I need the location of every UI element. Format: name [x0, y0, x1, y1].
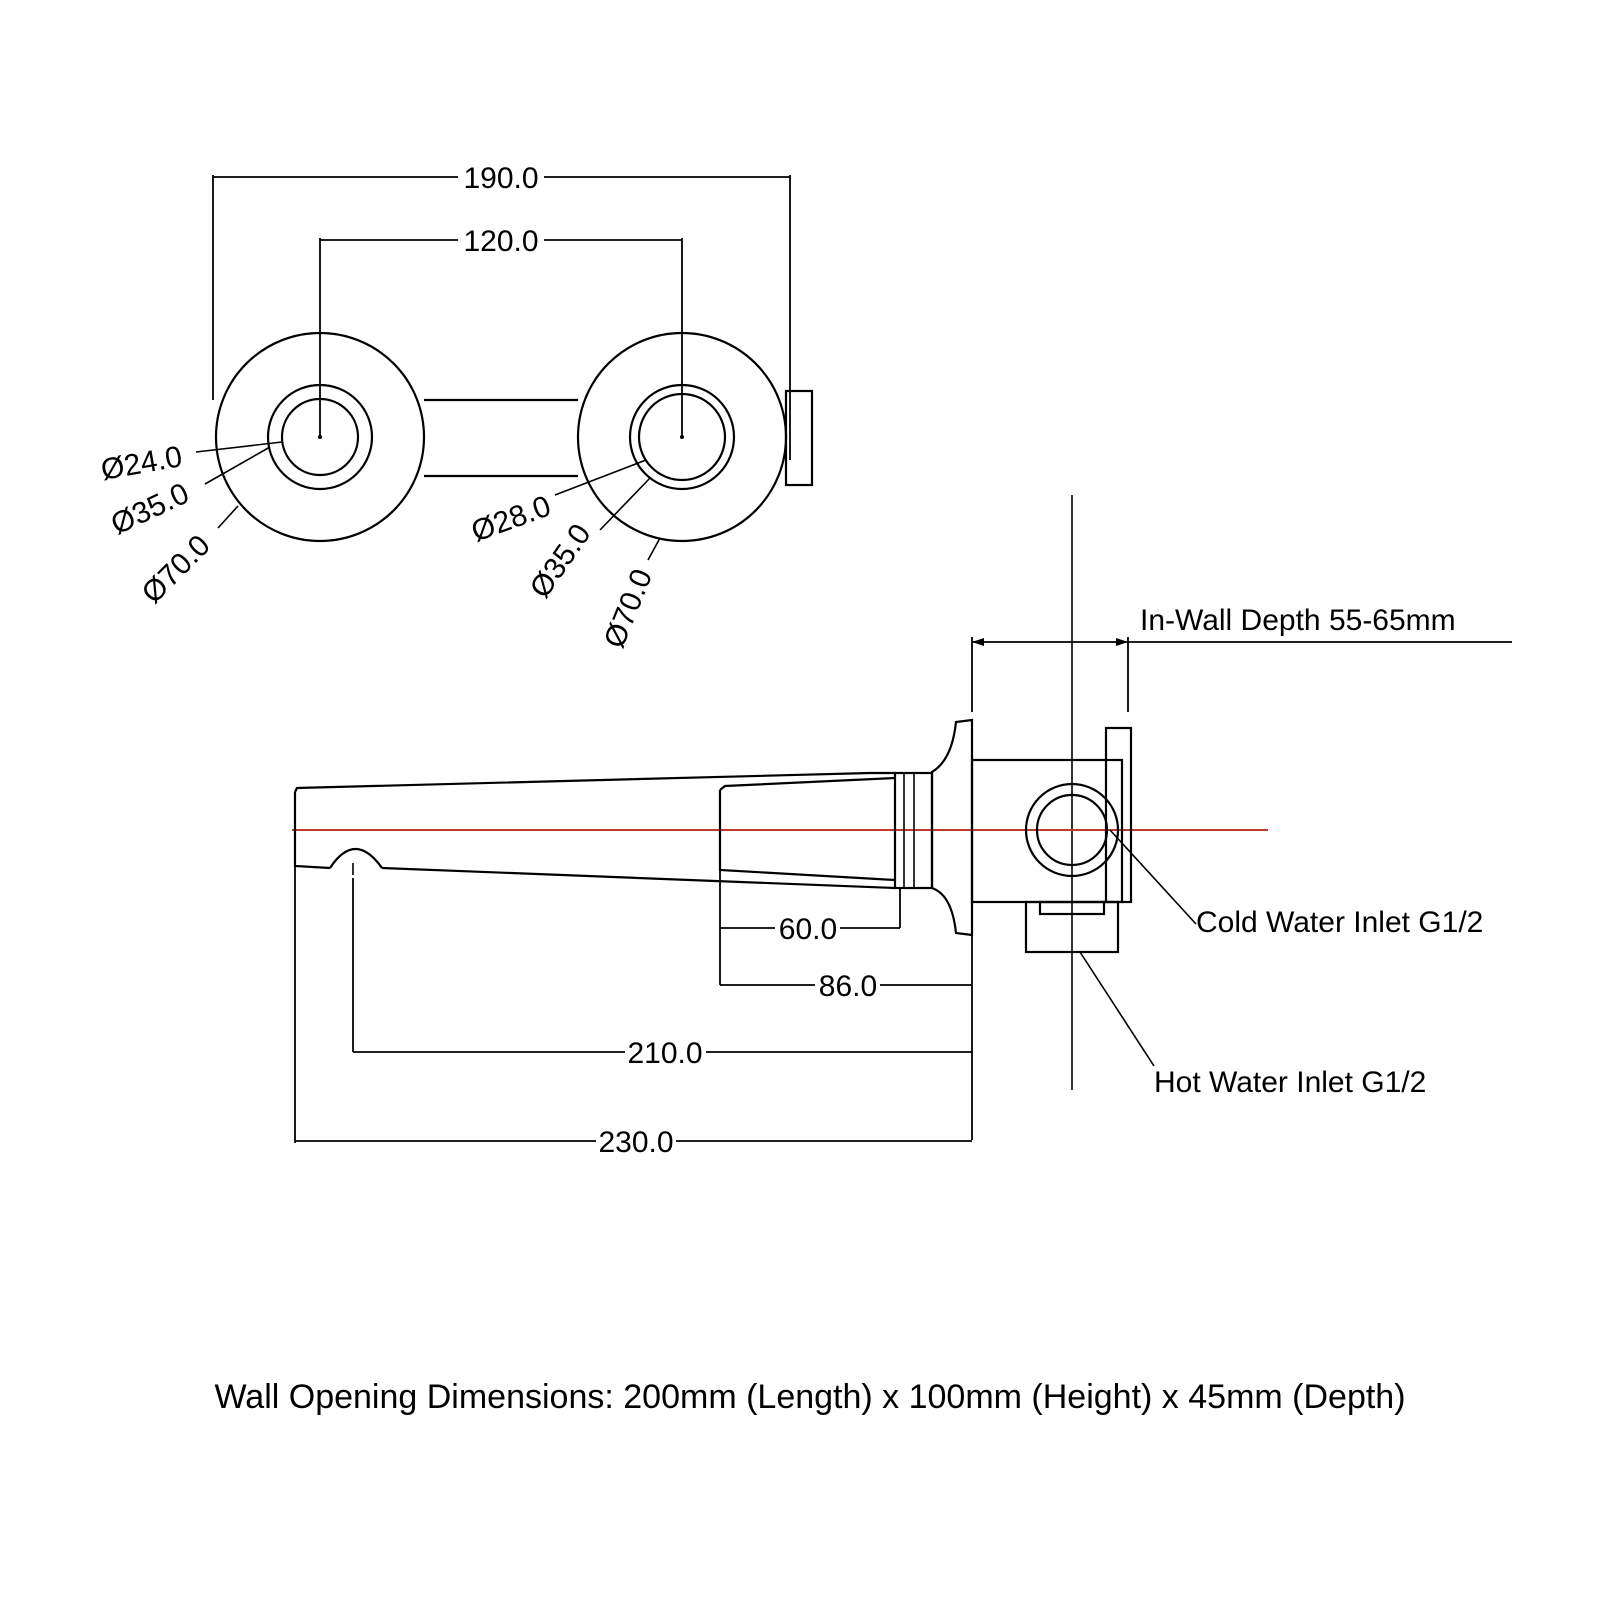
mounting-tab: [784, 389, 814, 487]
left-outer-diameter-label: Ø70.0: [136, 529, 217, 610]
valve-body: [970, 726, 1133, 954]
cold-inlet-label: Cold Water Inlet G1/2: [1196, 906, 1483, 939]
left-mid-diameter-label: Ø35.0: [106, 477, 194, 541]
cold-inlet-leader: [1109, 829, 1197, 925]
dim-overall-width-label: 190.0: [463, 162, 538, 195]
dim-in-wall-depth: In-Wall Depth 55-65mm: [971, 604, 1512, 712]
dim-center-spacing: 120.0: [319, 225, 683, 435]
dim-60-label: 60.0: [779, 913, 837, 946]
spout: [293, 718, 974, 937]
dim-86: 86.0: [720, 935, 973, 1140]
right-inner-diameter-label: Ø28.0: [467, 490, 555, 549]
right-mid-diameter-label: Ø35.0: [524, 518, 598, 604]
dim-overall-width: 190.0: [212, 162, 791, 460]
dim-230-label: 230.0: [598, 1126, 673, 1159]
front-view: 190.0 120.0: [98, 162, 814, 653]
right-outer-diameter-label: Ø70.0: [598, 564, 659, 652]
dim-86-label: 86.0: [819, 970, 877, 1003]
right-outlet-leaders: [554, 459, 661, 561]
dim-210-label: 210.0: [627, 1037, 702, 1070]
side-view: In-Wall Depth 55-65mm: [292, 495, 1512, 1159]
in-wall-depth-label: In-Wall Depth 55-65mm: [1140, 604, 1456, 637]
connecting-body: [424, 398, 578, 478]
left-outlet-leaders: [195, 441, 283, 529]
hot-inlet-leader: [1079, 951, 1155, 1067]
dim-center-spacing-label: 120.0: [463, 225, 538, 258]
dim-60: 60.0: [719, 870, 901, 985]
dim-230: 230.0: [294, 866, 972, 1159]
wall-opening-caption: Wall Opening Dimensions: 200mm (Length) …: [214, 1378, 1405, 1416]
left-outlet: [214, 331, 426, 543]
dim-210: 210.0: [352, 878, 972, 1070]
hot-inlet-label: Hot Water Inlet G1/2: [1154, 1066, 1426, 1099]
